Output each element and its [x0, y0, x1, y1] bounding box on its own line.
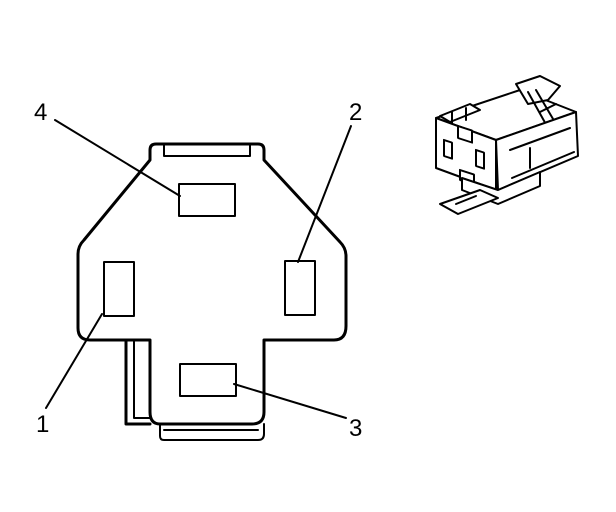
callout-2: 2 [349, 99, 362, 126]
cavity-4 [178, 183, 236, 217]
cavity-3 [179, 363, 237, 397]
connector-isometric-view [435, 75, 579, 215]
lower-left-tab [124, 338, 152, 426]
iso-cavity-top [457, 124, 473, 144]
callout-4: 4 [34, 99, 47, 126]
iso-cavity-left [443, 138, 453, 160]
iso-latch [515, 75, 561, 105]
leader-line-3 [233, 383, 347, 419]
lower-left-tab-inner [133, 339, 151, 419]
top-ledge [163, 143, 251, 157]
iso-bottom-tab [439, 189, 499, 215]
callout-1: 1 [36, 411, 49, 438]
cavity-1 [103, 261, 135, 317]
leader-line-2 [297, 125, 352, 263]
iso-side-ridges [509, 127, 575, 179]
cavity-2 [284, 260, 316, 316]
leader-line-4 [54, 119, 181, 197]
iso-bottom-tab-slot [455, 195, 477, 205]
iso-cavity-right [475, 148, 485, 170]
iso-side [495, 111, 579, 191]
connector-face-outline [76, 142, 348, 426]
callout-3: 3 [349, 415, 362, 442]
iso-rib [439, 103, 481, 123]
leader-line-1 [45, 313, 103, 409]
iso-rib-2 [451, 107, 467, 125]
connector-face-view: 4 2 1 3 [34, 99, 362, 442]
bottom-ledge [159, 423, 265, 441]
